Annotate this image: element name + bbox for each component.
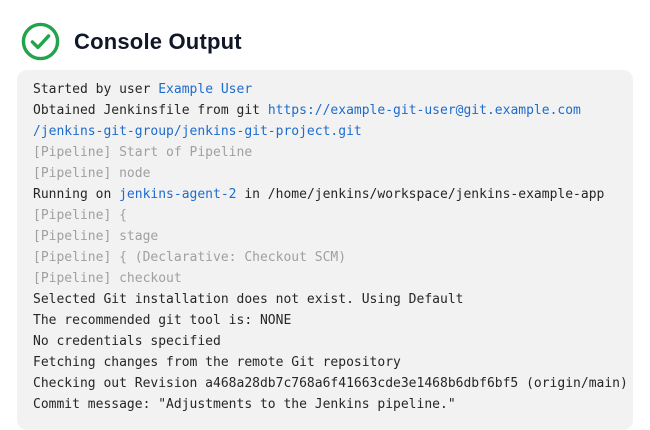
console-line: /jenkins-git-group/jenkins-git-project.g… [33,121,617,142]
console-link[interactable]: https://example-git-user@git.example.com [267,103,581,118]
pipeline-log-text: [Pipeline] Start of Pipeline [33,145,253,160]
console-output-header: Console Output [0,0,650,70]
console-line: No credentials specified [33,331,617,352]
log-text: Commit message: "Adjustments to the Jenk… [33,397,456,412]
console-line: Running on jenkins-agent-2 in /home/jenk… [33,184,617,205]
console-line: [Pipeline] stage [33,226,617,247]
console-line: Obtained Jenkinsfile from git https://ex… [33,100,617,121]
console-line: [Pipeline] node [33,163,617,184]
log-text: Checking out Revision a468a28db7c768a6f4… [33,376,628,391]
pipeline-log-text: [Pipeline] { (Declarative: Checkout SCM) [33,250,347,265]
log-text: in /home/jenkins/workspace/jenkins-examp… [236,187,605,202]
pipeline-log-text: [Pipeline] node [33,166,151,181]
console-line: [Pipeline] checkout [33,268,617,289]
console-line: Checking out Revision a468a28db7c768a6f4… [33,373,628,394]
success-check-icon [20,21,61,62]
log-text: Selected Git installation does not exist… [33,292,464,307]
console-line: Commit message: "Adjustments to the Jenk… [33,394,617,415]
pipeline-log-text: [Pipeline] stage [33,229,159,244]
console-link[interactable]: /jenkins-git-group/jenkins-git-project.g… [33,124,362,139]
console-line: [Pipeline] Start of Pipeline [33,142,617,163]
console-link[interactable]: jenkins-agent-2 [119,187,237,202]
log-text: No credentials specified [33,334,221,349]
console-line: [Pipeline] { (Declarative: Checkout SCM) [33,247,617,268]
console-line: Selected Git installation does not exist… [33,289,617,310]
log-text: Started by user [33,82,159,97]
console-link[interactable]: Example User [158,82,253,97]
page-title: Console Output [74,28,242,54]
log-text: The recommended git tool is: NONE [33,313,292,328]
console-line: Fetching changes from the remote Git rep… [33,352,617,373]
console-line: Started by user Example User [33,79,617,100]
console-line: [Pipeline] { [33,205,617,226]
console-line: The recommended git tool is: NONE [33,310,617,331]
log-text: Obtained Jenkinsfile from git [33,103,268,118]
pipeline-log-text: [Pipeline] checkout [33,271,182,286]
log-text: Fetching changes from the remote Git rep… [33,355,401,370]
pipeline-log-text: [Pipeline] { [33,208,127,223]
log-text: Running on [33,187,120,202]
